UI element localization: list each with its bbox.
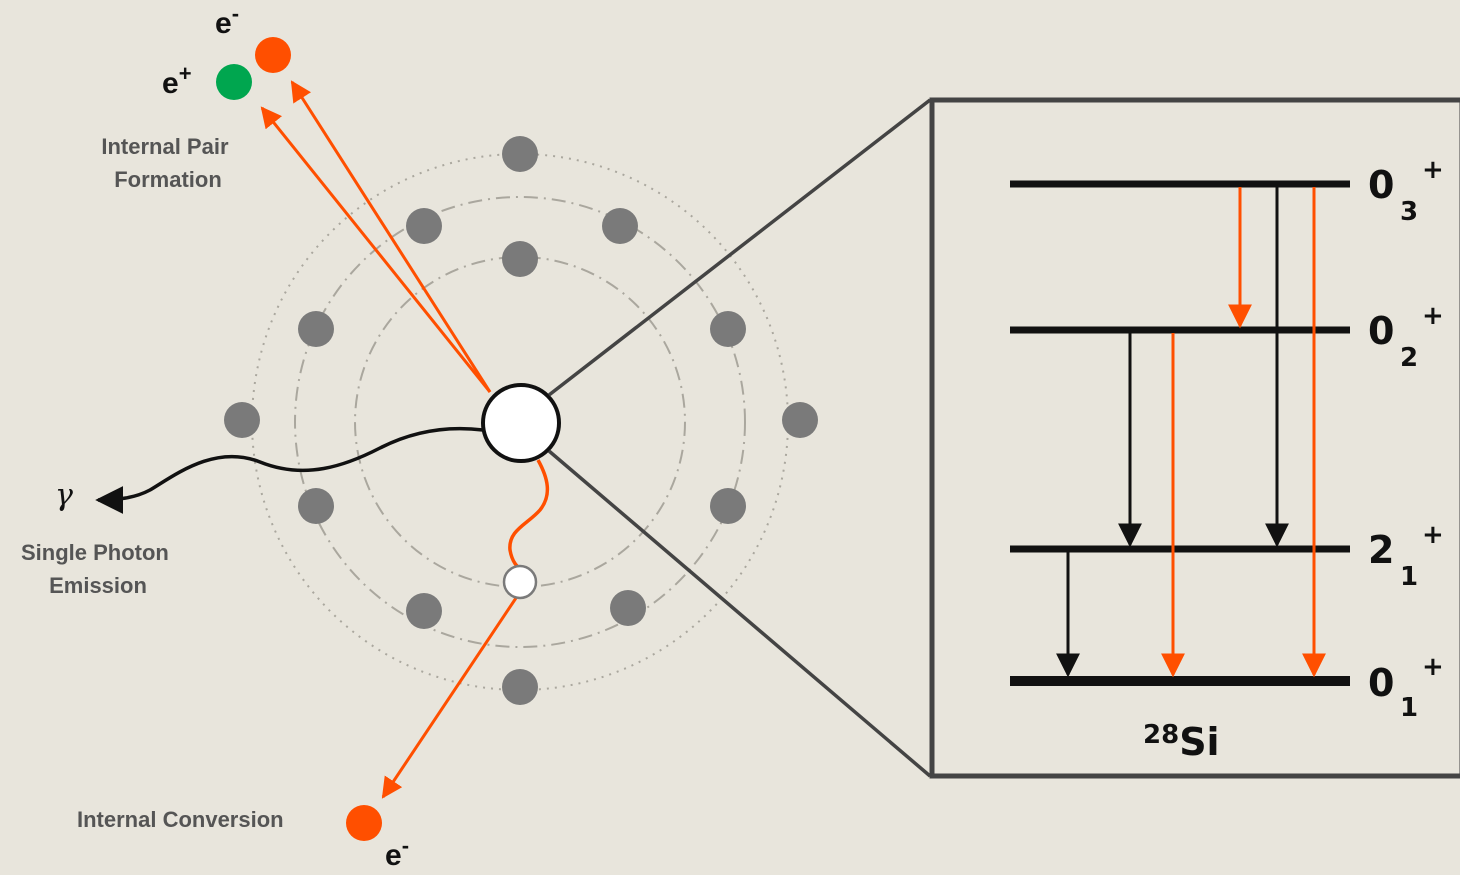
level-spin: 0 <box>1368 163 1394 207</box>
nucleus-label: 28Si <box>1143 720 1220 764</box>
level-spin: 2 <box>1368 528 1394 572</box>
level-parity: + <box>1422 520 1444 550</box>
photon-emission-label: Single Photon Emission <box>21 540 175 598</box>
gamma-symbol: γ <box>55 478 73 513</box>
conversion-wave <box>508 459 550 570</box>
electron-dot <box>610 590 646 626</box>
electron-particle-conversion <box>346 805 382 841</box>
level-parity: + <box>1422 155 1444 185</box>
electron-particle-pair <box>255 37 291 73</box>
electrons <box>224 136 818 705</box>
electron-dot <box>406 208 442 244</box>
internal-conversion-label: Internal Conversion <box>77 807 284 832</box>
electron-dot <box>602 208 638 244</box>
knocked-out-electron <box>502 564 538 600</box>
nucleus <box>481 383 561 463</box>
pair-formation-label: Internal Pair Formation <box>101 134 234 192</box>
level-label-0-3: 0 3 + <box>1368 155 1444 227</box>
conversion-electron-label: e- <box>385 833 409 872</box>
positron-track <box>260 106 492 393</box>
level-scheme-frame <box>929 97 1460 779</box>
level-index: 1 <box>1400 562 1418 592</box>
level-spin: 0 <box>1368 309 1394 353</box>
electron-dot <box>782 402 818 438</box>
electron-dot <box>224 402 260 438</box>
photon-wave <box>95 426 484 514</box>
positron-particle <box>216 64 252 100</box>
shell-middle <box>294 196 746 648</box>
pair-positron-label: e+ <box>162 61 192 100</box>
level-parity: + <box>1422 652 1444 682</box>
atom: e- e+ Internal Pair Formation γ Single P… <box>21 1 818 872</box>
level-scheme-panel: 0 3 + 0 2 + 2 1 + 0 1 + 28Si <box>929 97 1460 779</box>
electron-dot <box>502 669 538 705</box>
zoom-line-bottom <box>547 449 932 778</box>
zoom-line-top <box>547 98 932 397</box>
level-spin: 0 <box>1368 661 1394 705</box>
level-label-0-2: 0 2 + <box>1368 301 1444 373</box>
level-index: 3 <box>1400 197 1418 227</box>
level-label-0-1: 0 1 + <box>1368 652 1444 723</box>
level-index: 2 <box>1400 343 1418 373</box>
electron-dot <box>298 311 334 347</box>
level-parity: + <box>1422 301 1444 331</box>
electron-dot <box>502 136 538 172</box>
electron-dot <box>298 488 334 524</box>
level-label-2-1: 2 1 + <box>1368 520 1444 592</box>
electron-track-pair <box>290 80 492 393</box>
pair-electron-label: e- <box>215 1 239 40</box>
electron-dot <box>710 488 746 524</box>
electron-dot <box>502 241 538 277</box>
conversion-electron-track <box>381 597 518 799</box>
electron-dot <box>406 593 442 629</box>
level-index: 1 <box>1400 693 1418 723</box>
electron-dot <box>710 311 746 347</box>
